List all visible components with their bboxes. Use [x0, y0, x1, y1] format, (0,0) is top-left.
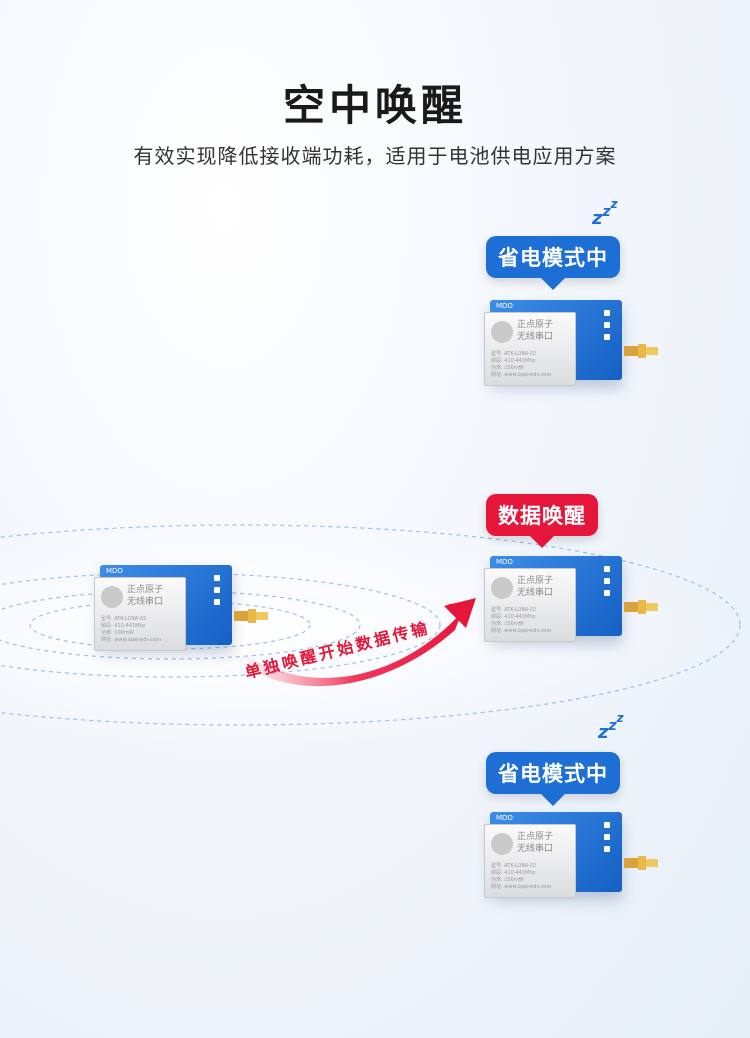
badge-pointer — [541, 794, 565, 806]
badge-pointer — [541, 278, 565, 290]
pad — [604, 578, 610, 584]
pad — [604, 322, 610, 328]
badge-label: 省电模式中 — [498, 246, 608, 270]
module-brand: 正点原子无线串口 — [517, 832, 554, 854]
pad — [604, 310, 610, 316]
antenna-connector-icon — [624, 600, 658, 614]
pad — [604, 334, 610, 340]
module-mdo-label: MDO — [106, 567, 123, 575]
brand-logo-icon — [491, 577, 513, 599]
pad — [604, 590, 610, 596]
pad — [214, 587, 220, 593]
antenna-connector-icon — [624, 344, 658, 358]
badge-pointer — [530, 536, 554, 548]
pad — [604, 834, 610, 840]
page-subtitle: 有效实现降低接收端功耗，适用于电池供电应用方案 — [133, 144, 617, 168]
module-brand: 正点原子无线串口 — [517, 320, 554, 342]
status-badge-wake: 数据唤醒 — [486, 494, 598, 548]
module-brand: 正点原子无线串口 — [127, 585, 164, 607]
zzz-sleep-icon: zzz — [592, 197, 618, 229]
badge-label: 数据唤醒 — [498, 504, 586, 528]
brand-logo-icon — [101, 586, 123, 608]
module-mdo-label: MDO — [496, 558, 513, 566]
antenna-connector-icon — [624, 856, 658, 870]
page-title: 空中唤醒 — [282, 81, 467, 130]
module-brand: 正点原子无线串口 — [517, 576, 554, 598]
status-badge-sleep-top: 省电模式中 — [486, 236, 620, 290]
pad — [214, 599, 220, 605]
module-mdo-label: MDO — [496, 814, 513, 822]
brand-logo-icon — [491, 321, 513, 343]
module-mdo-label: MDO — [496, 302, 513, 310]
pad — [214, 575, 220, 581]
pad — [604, 822, 610, 828]
brand-logo-icon — [491, 833, 513, 855]
antenna-connector-icon — [234, 609, 268, 623]
status-badge-sleep-bottom: 省电模式中 — [486, 752, 620, 806]
pad — [604, 566, 610, 572]
pad — [604, 846, 610, 852]
zzz-sleep-icon: zzz — [598, 711, 624, 743]
badge-label: 省电模式中 — [498, 762, 608, 786]
